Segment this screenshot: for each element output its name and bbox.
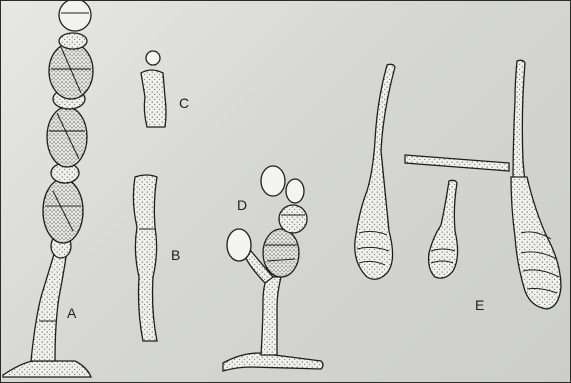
structure-b	[133, 175, 157, 341]
structure-e-right	[405, 60, 561, 309]
structure-e-middle	[429, 180, 458, 278]
label-a: A	[67, 305, 76, 321]
structure-c	[141, 51, 166, 127]
label-e: E	[475, 297, 484, 313]
label-c: C	[179, 95, 189, 111]
structure-e-left	[355, 64, 395, 279]
label-d: D	[237, 197, 247, 213]
label-b: B	[171, 247, 180, 263]
structure-a	[3, 1, 93, 377]
